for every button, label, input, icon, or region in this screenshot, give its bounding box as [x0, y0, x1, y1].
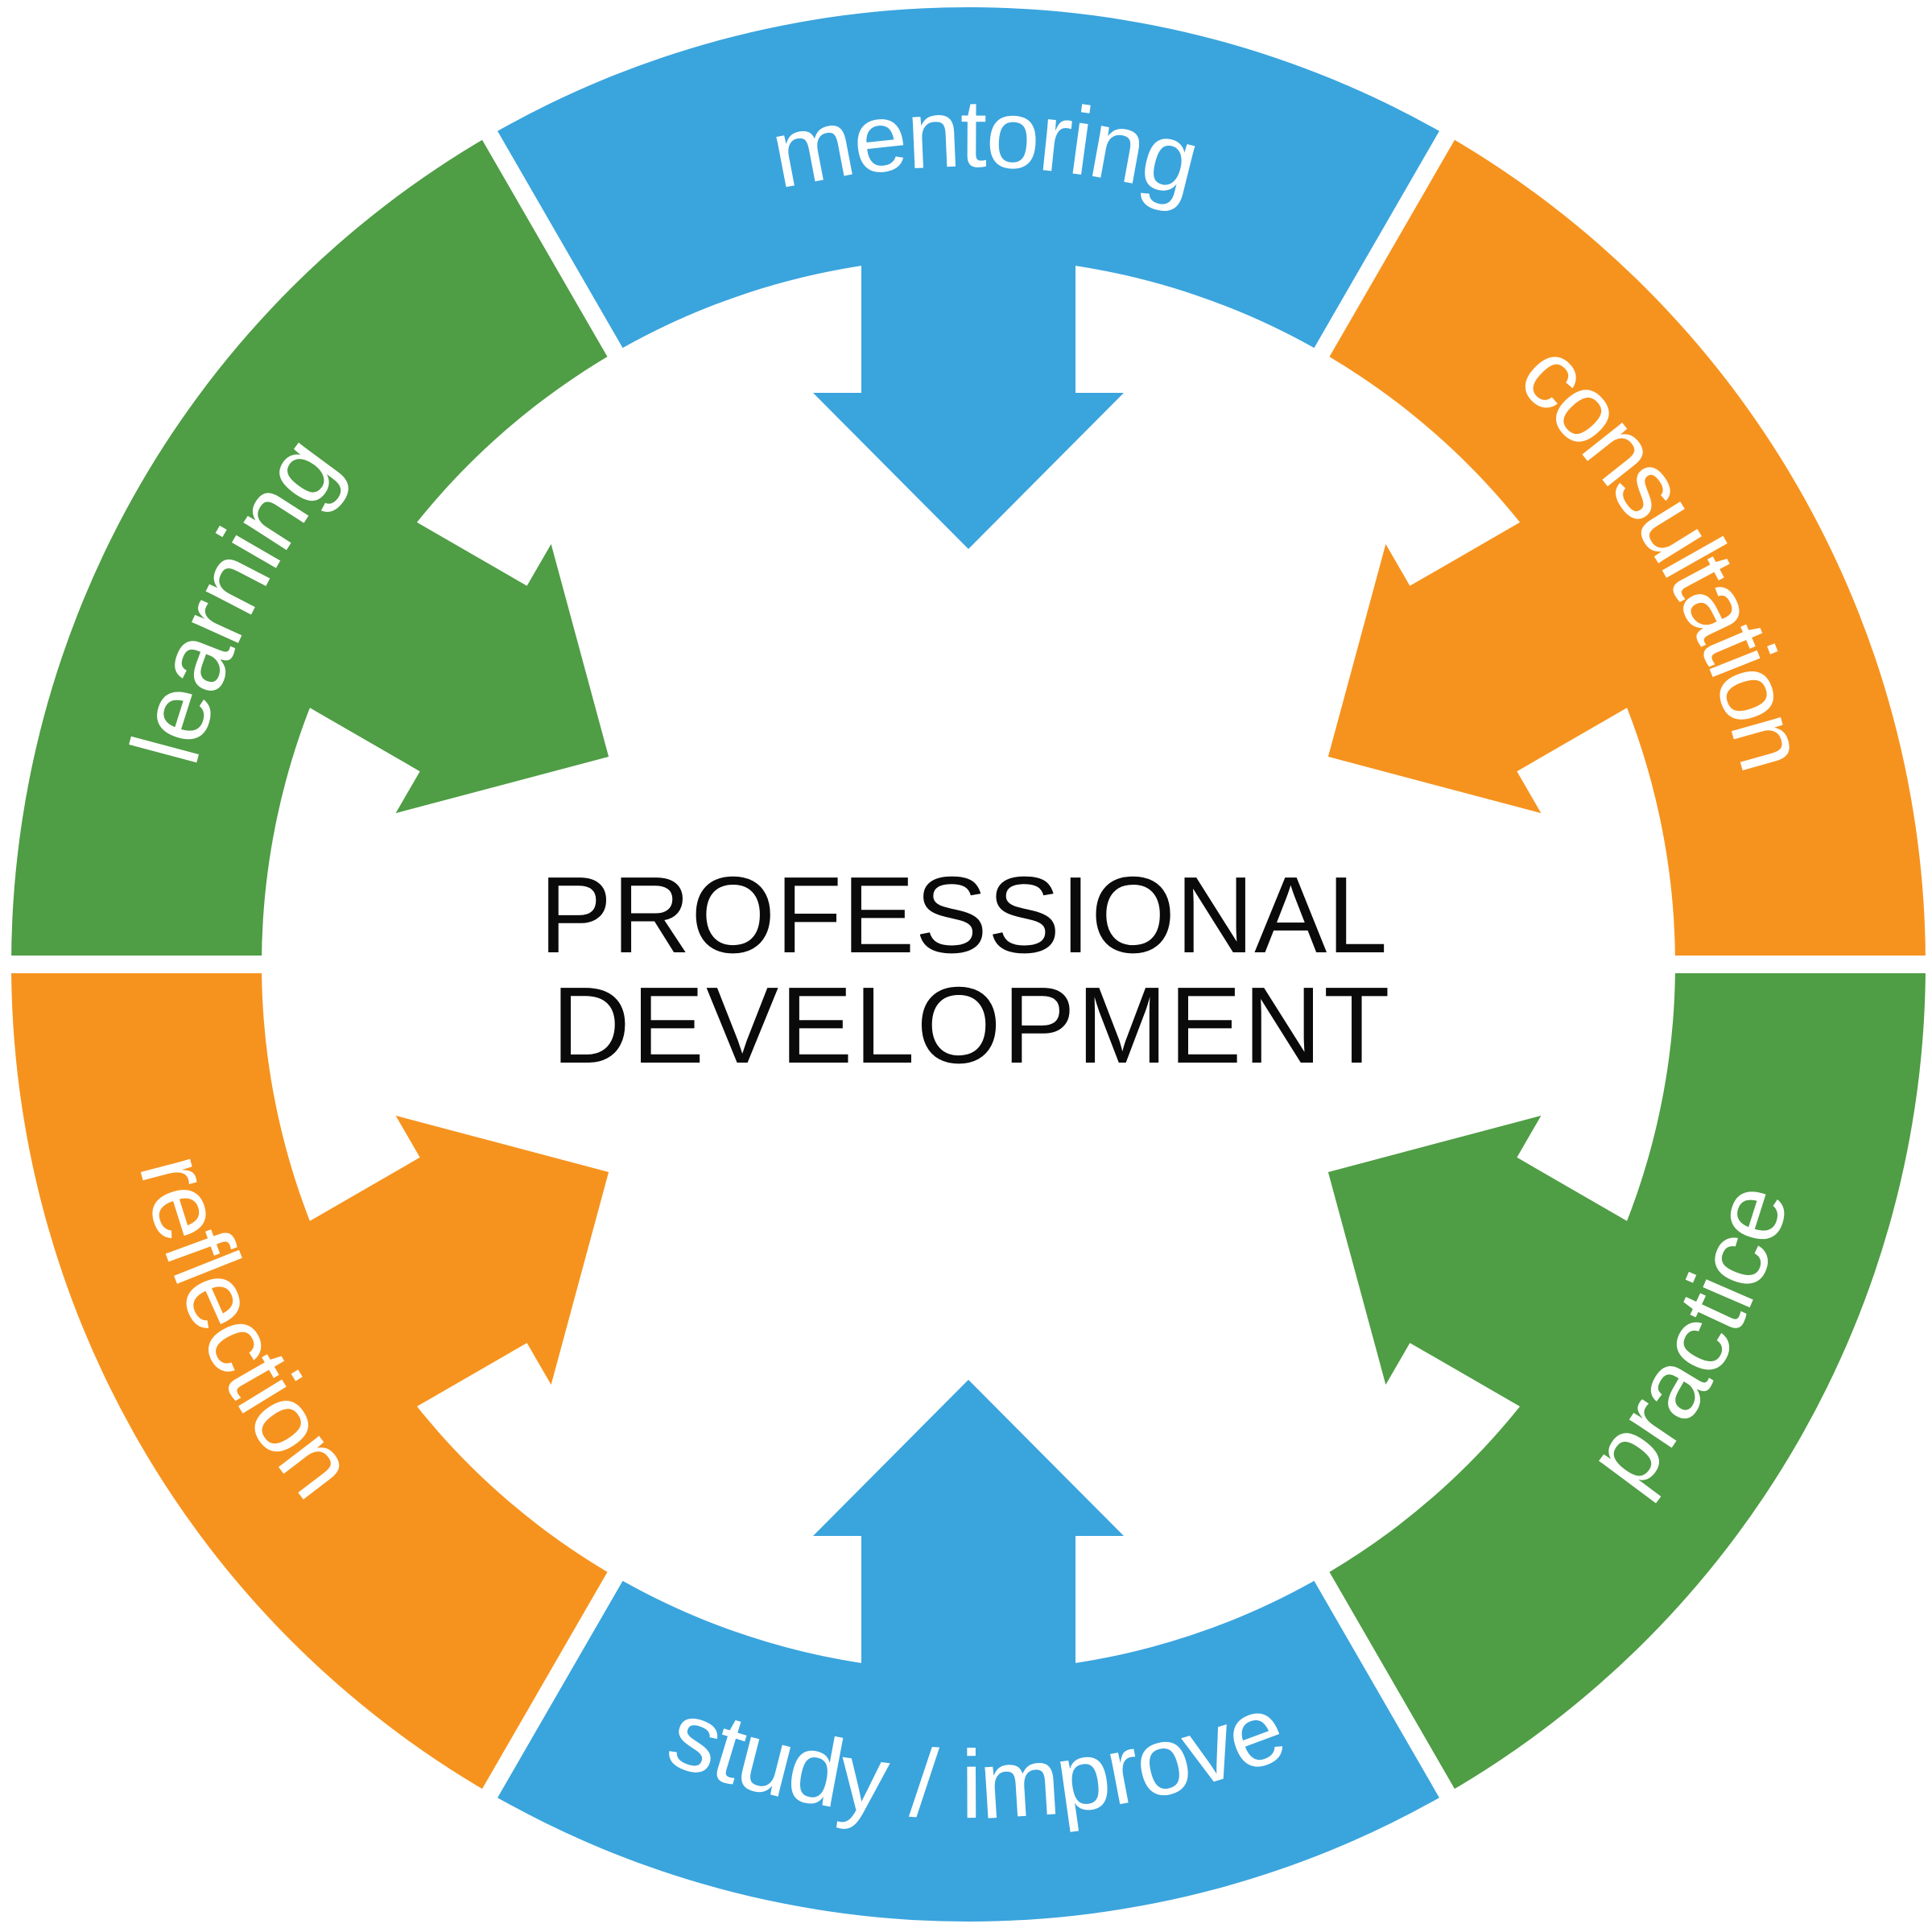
- svg-text:DEVELOPMENT: DEVELOPMENT: [551, 964, 1391, 1086]
- svg-text:PROFESSIONAL: PROFESSIONAL: [539, 854, 1388, 976]
